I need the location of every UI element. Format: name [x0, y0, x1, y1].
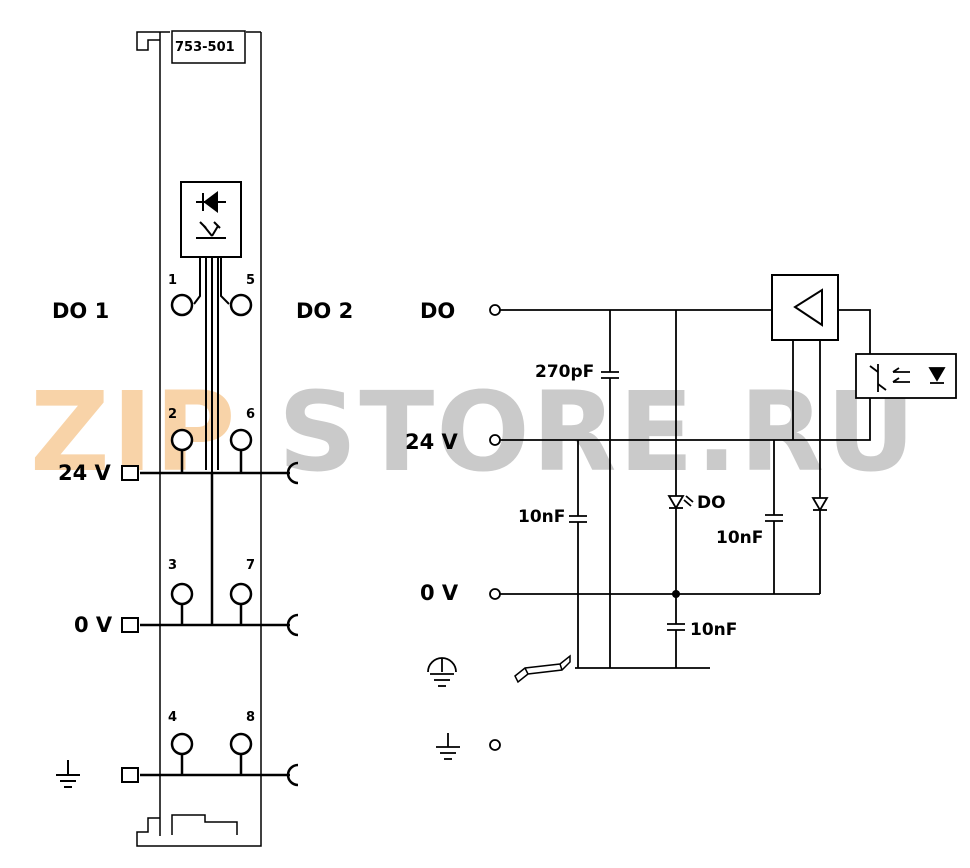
- terminal-3: [170, 582, 194, 606]
- ground-icon: [436, 733, 460, 760]
- module-housing: [136, 31, 262, 847]
- internal-traces: [193, 257, 230, 622]
- pin-number: 5: [246, 273, 255, 288]
- junction-dot: [672, 590, 680, 598]
- release-tab: [171, 814, 238, 835]
- pin-number: 6: [246, 407, 255, 422]
- terminal-label-24v: 24 V: [405, 430, 459, 454]
- din-rail-icon: [514, 654, 571, 684]
- cap-10nf-bottom-label: 10nF: [690, 620, 737, 640]
- cap-270pf-label: 270pF: [535, 362, 594, 382]
- part-number: 753-501: [175, 40, 235, 55]
- cap-10nf-left-label: 10nF: [518, 507, 565, 527]
- pin-number: 1: [168, 273, 177, 288]
- protective-earth-icon: [427, 657, 457, 687]
- opto-isolator-icon: [855, 353, 957, 399]
- terminal-4: [170, 732, 194, 756]
- terminal-label-do: DO: [420, 299, 455, 323]
- watermark: ZIP STORE.RU: [30, 368, 917, 496]
- terminals: [170, 293, 253, 756]
- schematic-terminals: [489, 304, 501, 751]
- terminal-5: [229, 293, 253, 317]
- schematic-wires: [500, 309, 871, 669]
- pin-number: 8: [246, 710, 255, 725]
- watermark-gray-text: STORE.RU: [278, 368, 917, 496]
- pin-number: 2: [168, 407, 177, 422]
- terminal-8: [229, 732, 253, 756]
- cap-10nf-right-label: 10nF: [716, 528, 763, 548]
- pin-number: 3: [168, 558, 177, 573]
- diode-icon: [811, 497, 829, 512]
- rail-label-0v: 0 V: [74, 613, 113, 637]
- channel-label-do1: DO 1: [52, 299, 109, 323]
- led-label: DO: [697, 493, 726, 513]
- pin-number: 4: [168, 710, 177, 725]
- left-contacts: [121, 465, 139, 783]
- led-icon: [667, 495, 694, 510]
- channel-label-do2: DO 2: [296, 299, 353, 323]
- terminal-7: [229, 582, 253, 606]
- part-number-box: [171, 30, 246, 64]
- terminal-2: [170, 428, 194, 452]
- terminal-6: [229, 428, 253, 452]
- pin-numbers: 1 5 2 6 3 7 4 8: [168, 273, 255, 725]
- terminal-label-0v: 0 V: [420, 581, 459, 605]
- terminal-1: [170, 293, 194, 317]
- ground-icon: [56, 760, 80, 788]
- driver-amplifier: [771, 274, 839, 341]
- top-clip: [136, 31, 160, 51]
- bottom-clip: [136, 817, 160, 847]
- rail-label-24v: 24 V: [58, 461, 112, 485]
- optocoupler-symbol: [180, 181, 242, 268]
- pin-number: 7: [246, 558, 255, 573]
- bus-bars: [140, 450, 299, 787]
